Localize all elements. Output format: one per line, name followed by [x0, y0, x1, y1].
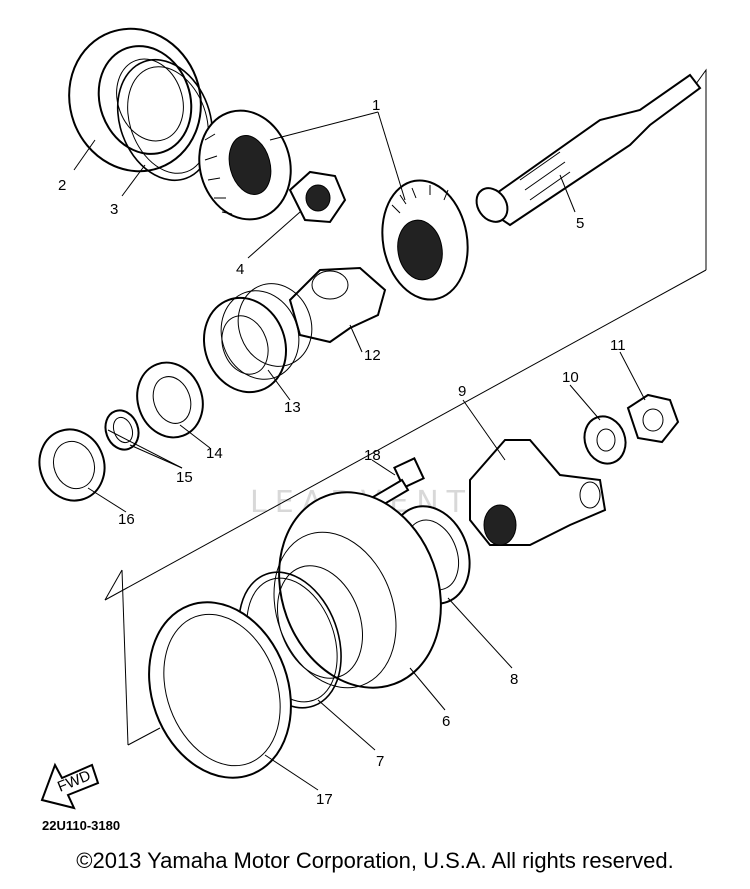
part-code: 22U110-3180	[42, 818, 120, 833]
part-12-cam[interactable]	[288, 266, 387, 344]
fwd-arrow-icon: FWD	[40, 762, 100, 810]
callout-3: 3	[110, 201, 118, 218]
callout-12: 12	[364, 347, 381, 364]
callout-labels: 1 2 3 4 5 6 7 8 9 10 11 12 13 14 15 16 1…	[58, 97, 626, 808]
callout-8: 8	[510, 671, 518, 688]
callout-9: 9	[458, 383, 466, 400]
part-1-bevel-gear-small[interactable]	[187, 100, 302, 230]
callout-17: 17	[316, 791, 333, 808]
part-16-bearing[interactable]	[30, 420, 115, 510]
callout-5: 5	[576, 215, 584, 232]
part-11-nut[interactable]	[626, 393, 680, 444]
part-17-shim-plate[interactable]	[125, 582, 314, 798]
callout-2: 2	[58, 177, 66, 194]
callout-4: 4	[236, 261, 244, 278]
part-13-spring[interactable]	[191, 273, 323, 404]
part-10-washer[interactable]	[578, 411, 632, 470]
part-9-yoke[interactable]	[469, 439, 607, 546]
callout-10: 10	[562, 369, 579, 386]
callout-15: 15	[176, 469, 193, 486]
leader-lines	[73, 111, 646, 791]
callout-1: 1	[372, 97, 380, 114]
part-5-shaft[interactable]	[470, 73, 702, 228]
callout-14: 14	[206, 445, 223, 462]
part-4-nut[interactable]	[288, 170, 347, 224]
callout-13: 13	[284, 399, 301, 416]
part-15-circlip[interactable]	[100, 406, 144, 455]
copyright-notice: ©2013 Yamaha Motor Corporation, U.S.A. A…	[76, 848, 674, 873]
part-3-shim[interactable]	[102, 46, 229, 193]
part-6-bearing-housing[interactable]	[253, 469, 468, 710]
part-1-bevel-gear-large[interactable]	[373, 174, 477, 307]
callout-6: 6	[442, 713, 450, 730]
callout-11: 11	[610, 337, 626, 354]
part-2-bearing[interactable]	[49, 10, 220, 190]
callout-16: 16	[118, 511, 135, 528]
callout-7: 7	[376, 753, 384, 770]
callout-18: 18	[364, 447, 381, 464]
part-14-washer[interactable]	[127, 353, 213, 446]
